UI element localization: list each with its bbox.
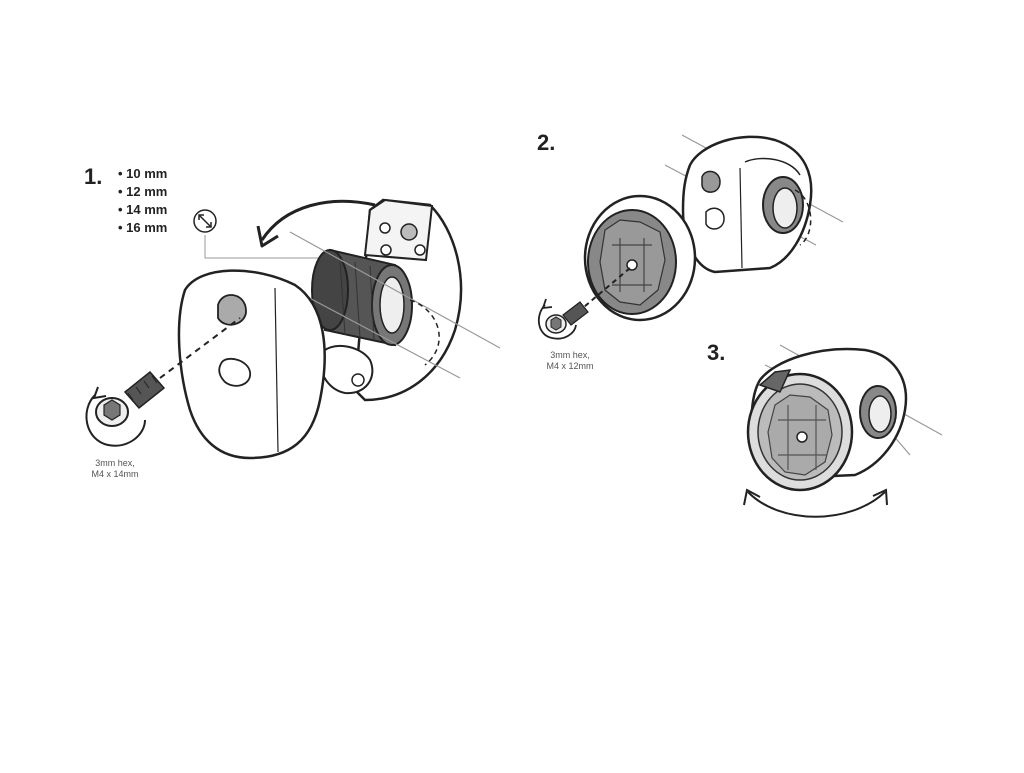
front-mount xyxy=(177,269,326,460)
leader-line xyxy=(204,235,328,259)
size-list: • 10 mm • 12 mm • 14 mm • 16 mm xyxy=(118,165,167,237)
step3-label: 3. xyxy=(707,340,726,365)
resize-diagonal-icon xyxy=(193,209,217,233)
size-item: • 10 mm xyxy=(118,166,168,181)
step1-label: 1. xyxy=(84,164,103,189)
size-item: • 12 mm xyxy=(118,184,168,199)
mount-plate xyxy=(583,194,697,322)
rotation-arrow-icon xyxy=(260,199,376,241)
step2-illustration xyxy=(537,134,844,340)
step2-clamp xyxy=(681,135,813,274)
step2-label: 2. xyxy=(537,130,556,155)
size-item: • 14 mm xyxy=(118,202,168,217)
screw1-hex-screw-icon xyxy=(95,370,166,427)
screw2-hex-screw-icon xyxy=(545,301,589,334)
size-item: • 16 mm xyxy=(118,220,168,235)
screw2-spec: 3mm hex, M4 x 12mm xyxy=(546,350,594,371)
step3-illustration xyxy=(743,344,943,518)
shim-cylinder xyxy=(311,248,413,347)
screw2-rotate-arrow-icon xyxy=(537,304,577,340)
curved-double-arrow-icon xyxy=(747,491,886,518)
screw1-rotate-arrow-icon xyxy=(85,394,146,447)
step1-illustration xyxy=(85,198,501,460)
screw1-spec: 3mm hex, M4 x 14mm xyxy=(91,458,139,479)
